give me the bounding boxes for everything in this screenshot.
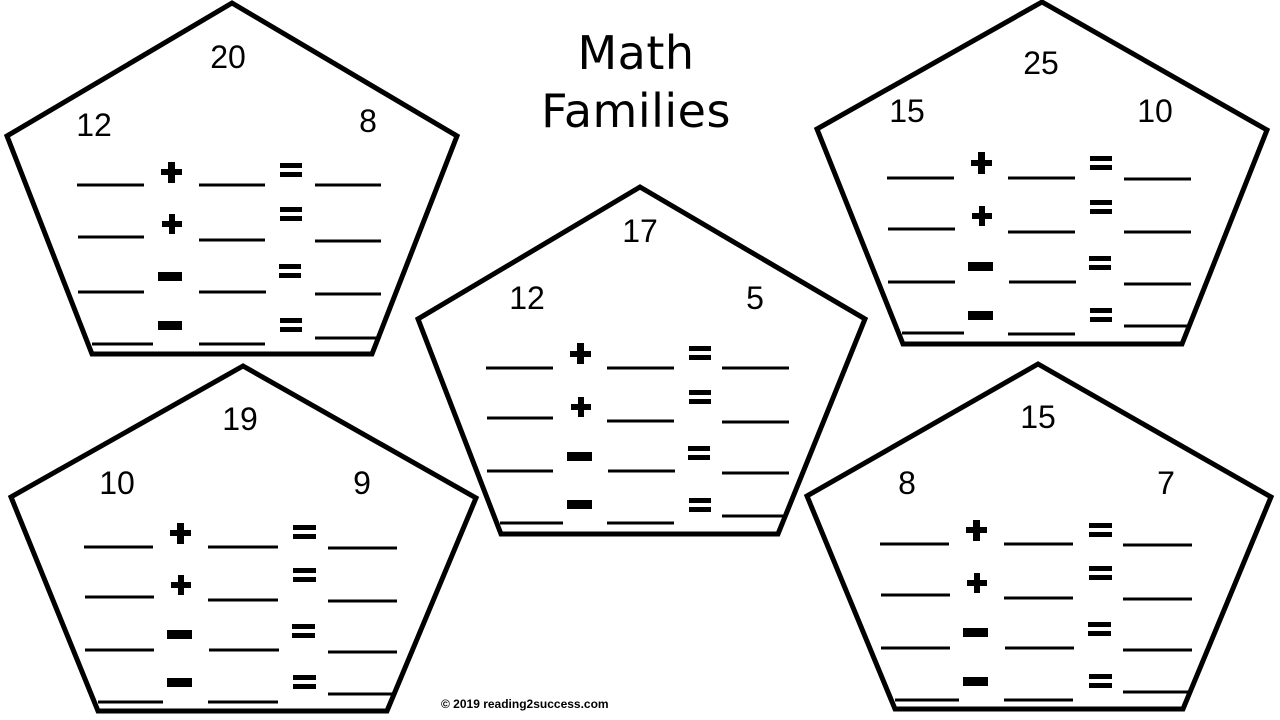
- part-left-number: 8: [898, 465, 916, 501]
- family-pentagon-5: 15 8 7: [803, 361, 1275, 712]
- pentagon-outline: [813, 0, 1271, 347]
- minus-icon: [968, 262, 993, 271]
- part-right-number: 5: [746, 280, 764, 316]
- minus-icon: [167, 630, 192, 639]
- pentagon-outline: [7, 363, 480, 714]
- part-left-number: 15: [889, 93, 925, 129]
- minus-icon: [963, 677, 988, 686]
- family-pentagon-4: 19 10 9: [7, 363, 480, 714]
- minus-icon: [167, 678, 192, 687]
- family-pentagon-2: 17 12 5: [414, 184, 869, 537]
- equals-icon: [293, 568, 316, 582]
- equation-rows: [486, 343, 789, 525]
- whole-number: 15: [1020, 399, 1056, 435]
- equals-icon: [1089, 566, 1112, 580]
- equals-icon: [292, 624, 315, 638]
- plus-icon: [971, 152, 992, 174]
- whole-number: 17: [622, 213, 658, 249]
- equation-rows: [887, 152, 1191, 336]
- equals-icon: [280, 163, 302, 177]
- minus-icon: [567, 452, 592, 461]
- equals-icon: [1090, 200, 1112, 214]
- plus-icon: [170, 523, 191, 544]
- equation-rows: [880, 520, 1192, 702]
- copyright-footer: © 2019 reading2success.com: [441, 697, 609, 711]
- part-right-number: 7: [1157, 465, 1175, 501]
- plus-icon: [966, 520, 987, 541]
- equals-icon: [280, 318, 302, 332]
- plus-icon: [161, 162, 182, 183]
- part-left-number: 10: [99, 465, 135, 501]
- pentagon-outline: [3, 0, 461, 357]
- whole-number: 20: [210, 39, 246, 75]
- whole-number: 19: [222, 401, 258, 437]
- equals-icon: [293, 525, 316, 539]
- whole-number: 25: [1023, 45, 1059, 81]
- minus-icon: [968, 311, 993, 320]
- pentagon-outline: [414, 184, 869, 537]
- part-right-number: 8: [359, 103, 377, 139]
- plus-icon: [570, 343, 591, 364]
- equals-icon: [1089, 523, 1112, 537]
- equals-icon: [293, 675, 316, 689]
- part-left-number: 12: [509, 280, 545, 316]
- equals-icon: [688, 446, 710, 460]
- part-left-number: 12: [76, 107, 112, 143]
- equals-icon: [279, 264, 301, 278]
- family-pentagon-1: 20 12 8: [3, 0, 461, 357]
- equals-icon: [1090, 308, 1112, 322]
- plus-icon: [171, 575, 191, 595]
- equals-icon: [1089, 256, 1111, 270]
- title-line-1: Math: [577, 26, 695, 80]
- equals-icon: [1090, 156, 1112, 170]
- equals-icon: [1089, 674, 1112, 688]
- equation-rows: [77, 162, 381, 346]
- equals-icon: [280, 207, 302, 221]
- plus-icon: [967, 573, 987, 593]
- pentagon-outline: [803, 361, 1275, 712]
- minus-icon: [963, 628, 988, 637]
- equals-icon: [689, 390, 711, 404]
- plus-icon: [162, 214, 182, 234]
- title-line-2: Families: [541, 84, 731, 138]
- part-right-number: 9: [353, 465, 371, 501]
- equals-icon: [689, 346, 711, 360]
- equals-icon: [689, 498, 711, 512]
- equals-icon: [1088, 622, 1111, 636]
- equation-rows: [84, 523, 397, 704]
- part-right-number: 10: [1137, 93, 1173, 129]
- minus-icon: [158, 321, 182, 330]
- minus-icon: [158, 272, 182, 281]
- family-pentagon-3: 25 15 10: [813, 0, 1271, 347]
- plus-icon: [571, 397, 591, 417]
- minus-icon: [567, 500, 592, 509]
- worksheet-title: Math Families: [500, 24, 772, 140]
- plus-icon: [972, 206, 992, 226]
